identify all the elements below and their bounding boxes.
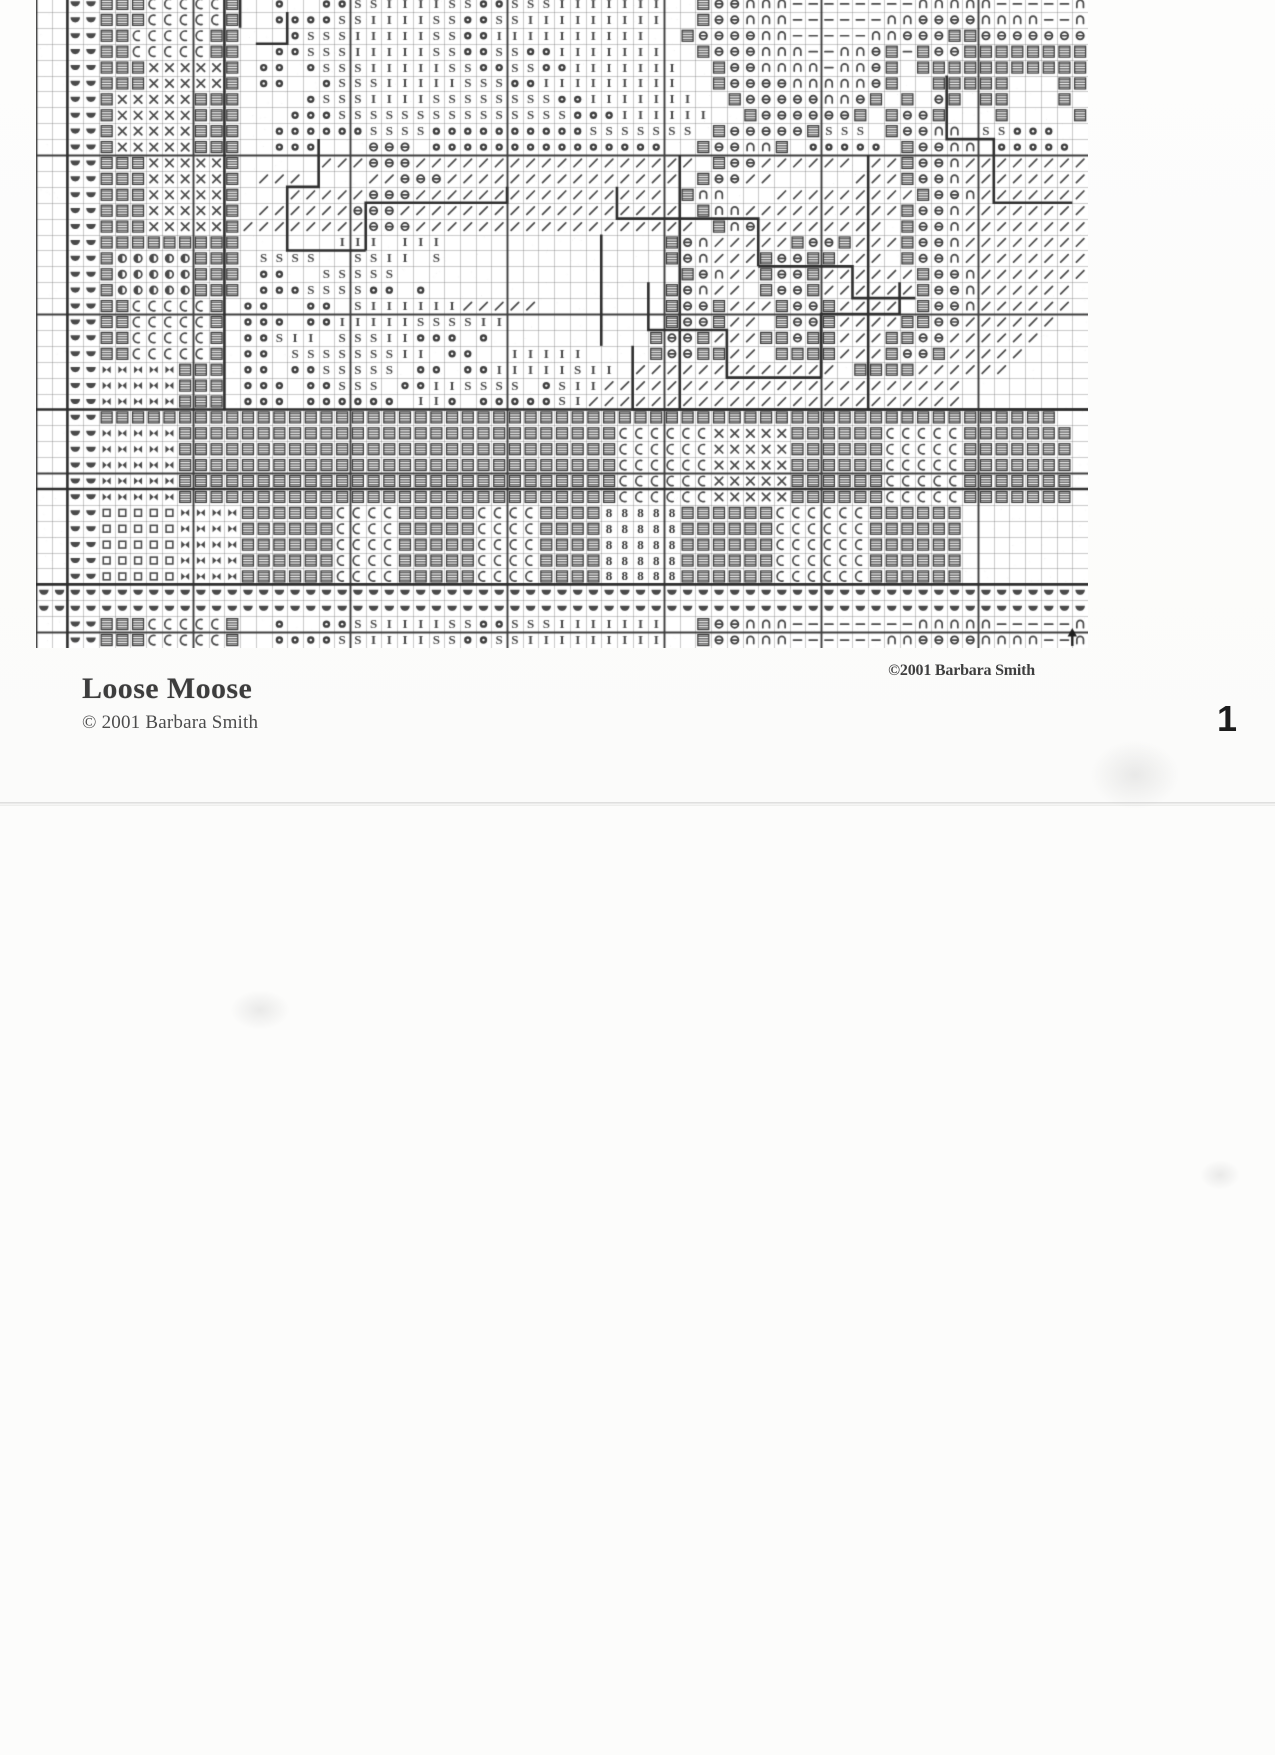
- page-title: Loose Moose: [82, 672, 702, 706]
- top-copyright-text: ©2001 Barbara Smith: [888, 662, 1035, 680]
- caption-block: Loose Moose © 2001 Barbara Smith: [82, 672, 702, 734]
- cross-stitch-chart[interactable]: [36, 0, 1088, 648]
- pattern-grid[interactable]: [36, 0, 1088, 648]
- page-lower-blank-area: [0, 805, 1275, 1755]
- copyright-text: © 2001 Barbara Smith: [82, 712, 702, 734]
- page-number: 1: [1217, 698, 1237, 740]
